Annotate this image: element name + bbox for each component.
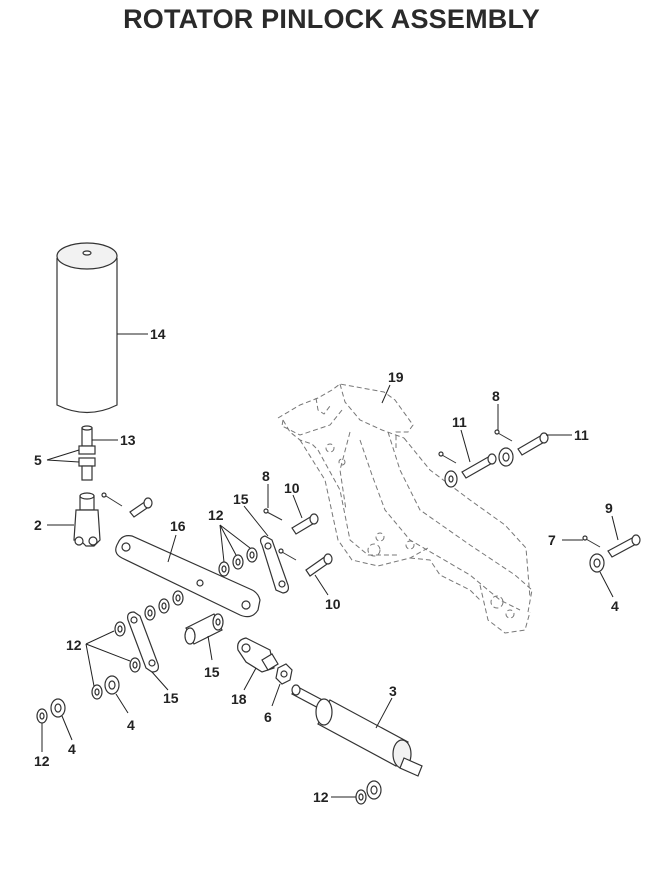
- pin-9-assembly: [582, 534, 641, 573]
- callout-15-upper: 15: [233, 491, 249, 507]
- callout-15-lower: 15: [163, 690, 179, 706]
- callout-19: 19: [388, 369, 404, 385]
- callout-13: 13: [120, 432, 136, 448]
- pin-11-right: [517, 432, 549, 456]
- callout-4-left: 4: [68, 741, 76, 757]
- part-18-rod-clevis: [237, 637, 279, 673]
- part-15-link-upper: [259, 535, 290, 594]
- callout-2: 2: [34, 517, 42, 533]
- callout-4-right: 4: [611, 598, 619, 614]
- washers-lower: [91, 590, 184, 700]
- callout-15-pin-block: 15: [204, 664, 220, 680]
- callout-18: 18: [231, 691, 247, 707]
- callout-12-lower: 12: [66, 637, 82, 653]
- callout-4-middle: 4: [127, 717, 135, 733]
- callout-10-lower: 10: [325, 596, 341, 612]
- callout-14: 14: [150, 326, 166, 342]
- part-13-stud: [78, 425, 96, 481]
- callout-12-far-left: 12: [34, 753, 50, 769]
- cotter-pin-8-right: [494, 429, 513, 442]
- callout-11-left: 11: [452, 414, 467, 430]
- callout-9: 9: [605, 500, 613, 516]
- clevis-pin: [101, 492, 153, 518]
- part-2-clevis: [73, 492, 101, 547]
- part-14-cylinder: [56, 242, 118, 414]
- callout-8-right: 8: [492, 388, 500, 404]
- callout-8-middle: 8: [262, 468, 270, 484]
- callout-11-right: 11: [574, 427, 589, 443]
- callout-10-upper: 10: [284, 480, 300, 496]
- callout-12-bottom: 12: [313, 789, 329, 805]
- pin-10-upper: [291, 513, 319, 535]
- part-16-link-bar: [115, 535, 261, 618]
- callout-16: 16: [170, 518, 186, 534]
- pin-10-lower: [278, 548, 333, 577]
- callout-12-upper: 12: [208, 507, 224, 523]
- part-3-actuator: [291, 684, 423, 777]
- diagram-title: ROTATOR PINLOCK ASSEMBLY: [123, 4, 540, 34]
- part-6-nut: [275, 663, 293, 685]
- washers-bottom: [355, 780, 382, 805]
- callout-5: 5: [34, 452, 42, 468]
- part-15-link-lower: [127, 611, 159, 673]
- callout-6: 6: [264, 709, 272, 725]
- callout-3: 3: [389, 683, 397, 699]
- cotter-pin-8-middle: [263, 508, 283, 521]
- frame-19-outline: [277, 383, 533, 634]
- washers-far-left: [36, 698, 66, 724]
- pin-11-left: [438, 447, 514, 488]
- part-15-pin-block: [184, 613, 224, 645]
- callout-7: 7: [548, 532, 556, 548]
- washers-upper: [218, 547, 258, 577]
